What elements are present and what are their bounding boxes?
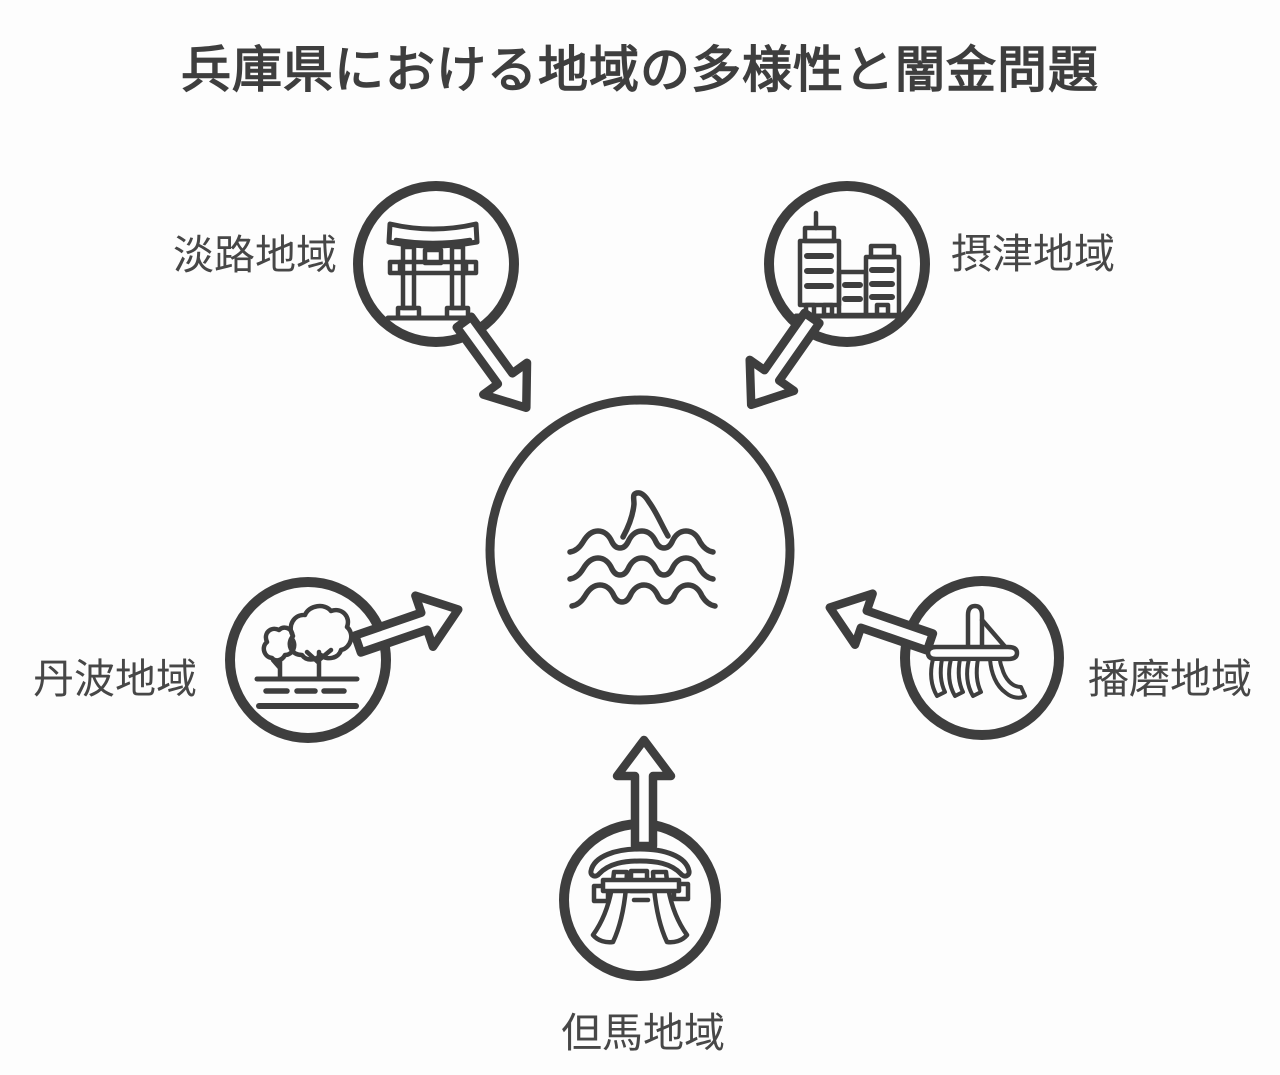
- shark-fin-waves-icon: [567, 490, 718, 609]
- wave-line: [567, 528, 716, 555]
- settsu-circle: [764, 181, 930, 347]
- shark-fin: [620, 490, 671, 540]
- wave-line: [569, 582, 718, 609]
- awaji-arrow-icon: [452, 312, 532, 413]
- label-settsu: 摂津地域: [951, 231, 1115, 277]
- label-harima: 播磨地域: [1088, 656, 1252, 702]
- center-circle: [485, 395, 795, 705]
- settsu-arrow-icon: [745, 308, 824, 410]
- label-tanba: 丹波地域: [33, 656, 197, 702]
- curved-torii-icon: [588, 846, 692, 945]
- tanba-arrow-icon: [350, 591, 463, 657]
- label-tajima: 但馬地域: [561, 1010, 725, 1056]
- city-buildings-icon: [793, 210, 906, 319]
- label-awaji: 淡路地域: [173, 232, 337, 278]
- harima-arrow-icon: [825, 589, 938, 655]
- page-title: 兵庫県における地域の多様性と闇金問題: [181, 42, 1099, 98]
- plow-icon: [925, 603, 1027, 700]
- tajima-arrow-icon: [612, 735, 676, 851]
- trees-field-icon: [254, 603, 360, 709]
- wave-line: [567, 555, 716, 582]
- torii-gate-icon: [385, 221, 480, 321]
